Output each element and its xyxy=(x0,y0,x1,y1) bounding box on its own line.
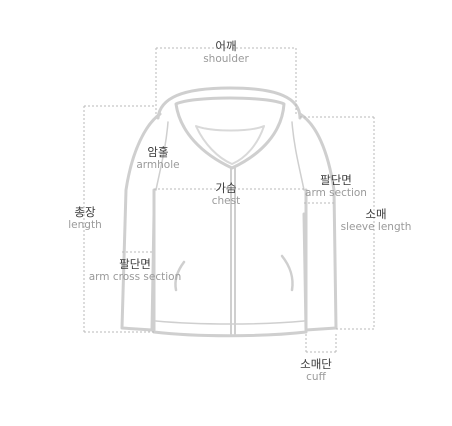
arm-cross-section-label-en: arm cross section xyxy=(88,271,182,284)
shoulder-label-ko: 어깨 xyxy=(215,39,237,53)
chest-label-ko: 가슴 xyxy=(215,181,237,195)
chest-label: 가슴 chest xyxy=(201,181,251,208)
cuff-label-en: cuff xyxy=(306,371,326,384)
armhole-label-en: armhole xyxy=(136,159,180,172)
shoulder-guide xyxy=(155,47,297,116)
cuff-label: 소매단 cuff xyxy=(291,357,341,384)
armhole-label-ko: 암홀 xyxy=(147,145,169,159)
chest-label-en: chest xyxy=(211,195,241,208)
arm-section-label-ko: 팔단면 xyxy=(320,173,352,187)
left-sleeve xyxy=(120,112,162,332)
zipper-line xyxy=(230,167,236,335)
length-label-en: length xyxy=(68,219,102,232)
arm-cross-section-label-ko: 팔단면 xyxy=(119,257,151,271)
hood-inner-rim xyxy=(174,96,286,170)
shoulder-label: 어깨 shoulder xyxy=(196,39,256,66)
length-guide xyxy=(83,105,154,333)
shoulder-seams xyxy=(155,121,305,191)
arm-cross-section-label: 팔단면 arm cross section xyxy=(82,257,188,284)
cuff-guide xyxy=(305,334,337,353)
sleeve-length-guide xyxy=(300,116,375,330)
hood-lining xyxy=(195,125,265,165)
arm-section-label: 팔단면 arm section xyxy=(298,173,374,200)
arm-section-label-en: arm section xyxy=(305,187,367,200)
length-label: 총장 length xyxy=(60,205,110,232)
hood-outline xyxy=(156,86,302,120)
right-sleeve xyxy=(298,112,338,332)
sleeve-length-label-ko: 소매 xyxy=(365,207,387,221)
measurement-guides xyxy=(83,47,375,353)
left-pocket xyxy=(174,260,186,292)
jacket-outline xyxy=(120,86,338,338)
cuff-label-ko: 소매단 xyxy=(300,357,332,371)
armhole-label: 암홀 armhole xyxy=(128,145,188,172)
sleeve-length-label: 소매 sleeve length xyxy=(334,207,418,234)
shoulder-label-en: shoulder xyxy=(203,53,249,66)
jacket-body xyxy=(152,188,308,338)
right-pocket xyxy=(280,254,294,292)
sleeve-length-label-en: sleeve length xyxy=(340,221,412,234)
length-label-ko: 총장 xyxy=(74,205,96,219)
